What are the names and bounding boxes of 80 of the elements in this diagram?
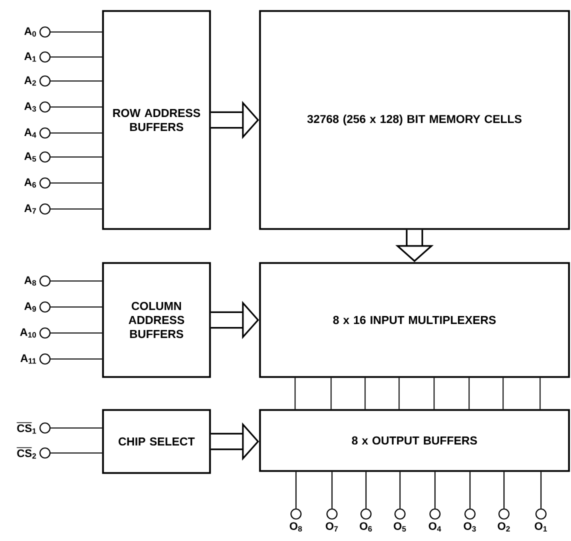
wire	[50, 31, 102, 33]
pin-circle	[394, 508, 406, 520]
pin-label: O$_{8}$	[290, 522, 302, 532]
bus-line	[364, 377, 366, 410]
pin-label: A$_{2}$	[24, 76, 36, 86]
wire	[50, 182, 102, 184]
wire	[503, 472, 505, 508]
pin-circle	[39, 275, 51, 287]
pin-circle	[39, 51, 51, 63]
wire	[50, 132, 102, 134]
pin-circle	[39, 203, 51, 215]
wire	[50, 156, 102, 158]
pin-label: O$_{4}$	[428, 522, 442, 532]
wire	[434, 472, 436, 508]
function-block: ROW ADDRESS BUFFERS	[102, 10, 211, 230]
pin-circle	[360, 508, 372, 520]
wire	[365, 472, 367, 508]
bus-line	[502, 377, 504, 410]
wire	[540, 472, 542, 508]
bus-line	[330, 377, 332, 410]
wire	[399, 472, 401, 508]
function-block: 8 x OUTPUT BUFFERS	[259, 409, 570, 472]
pin-label: A$_{4}$	[24, 128, 36, 138]
pin-label: A$_{0}$	[24, 27, 36, 37]
pin-label: O$_{3}$	[464, 522, 476, 532]
pin-circle	[39, 26, 51, 38]
pin-circle	[39, 177, 51, 189]
wire	[50, 208, 102, 210]
wire	[50, 358, 102, 360]
pin-circle	[39, 353, 51, 365]
pin-circle	[290, 508, 302, 520]
wire	[50, 106, 102, 108]
pin-circle	[535, 508, 547, 520]
wire	[50, 427, 102, 429]
bus-line	[294, 377, 296, 410]
wire	[331, 472, 333, 508]
pin-circle	[39, 327, 51, 339]
pin-label: O$_{1}$	[534, 522, 547, 532]
pin-circle	[498, 508, 510, 520]
pin-circle	[39, 151, 51, 163]
bus-line	[468, 377, 470, 410]
pin-label: O$_{6}$	[360, 522, 372, 532]
pin-label: A$_{9}$	[24, 302, 36, 312]
pin-label: A$_{5}$	[24, 152, 36, 162]
wire	[50, 306, 102, 308]
pin-label: A$_{10}$	[20, 328, 36, 338]
wire	[50, 56, 102, 58]
bus-line	[434, 377, 435, 410]
function-block: 32768 (256 x 128) BIT MEMORY CELLS	[259, 10, 570, 230]
pin-label: A$_{11}$	[20, 354, 36, 364]
pin-label: O$_{5}$	[394, 522, 406, 532]
function-block: COLUMN ADDRESS BUFFERS	[102, 262, 211, 378]
function-block: CHIP SELECT	[102, 409, 211, 474]
pin-label: A$_{7}$	[24, 204, 36, 214]
wire	[50, 280, 102, 282]
pin-circle	[39, 101, 51, 113]
function-block: 8 x 16 INPUT MULTIPLEXERS	[259, 262, 570, 378]
wire	[50, 452, 102, 454]
pin-label: CS$_{1}$	[16, 422, 36, 434]
pin-circle	[39, 301, 51, 313]
pin-label: O$_{2}$	[498, 522, 510, 532]
pin-label: CS$_{2}$	[16, 447, 36, 459]
pin-circle	[429, 508, 441, 520]
pin-circle	[326, 508, 338, 520]
pin-circle	[464, 508, 476, 520]
wire	[469, 472, 471, 508]
wire	[50, 80, 102, 82]
wire	[50, 332, 102, 334]
pin-label: A$_{1}$	[24, 52, 36, 62]
pin-label: A$_{6}$	[24, 178, 36, 188]
pin-label: O$_{7}$	[326, 522, 338, 532]
pin-circle	[39, 422, 51, 434]
pin-circle	[39, 75, 51, 87]
bus-line	[540, 377, 541, 410]
pin-circle	[39, 127, 51, 139]
pin-label: A$_{3}$	[24, 102, 36, 112]
wire	[295, 472, 297, 508]
bus-line	[398, 377, 400, 410]
pin-label: A$_{8}$	[24, 276, 36, 286]
pin-circle	[39, 447, 51, 459]
